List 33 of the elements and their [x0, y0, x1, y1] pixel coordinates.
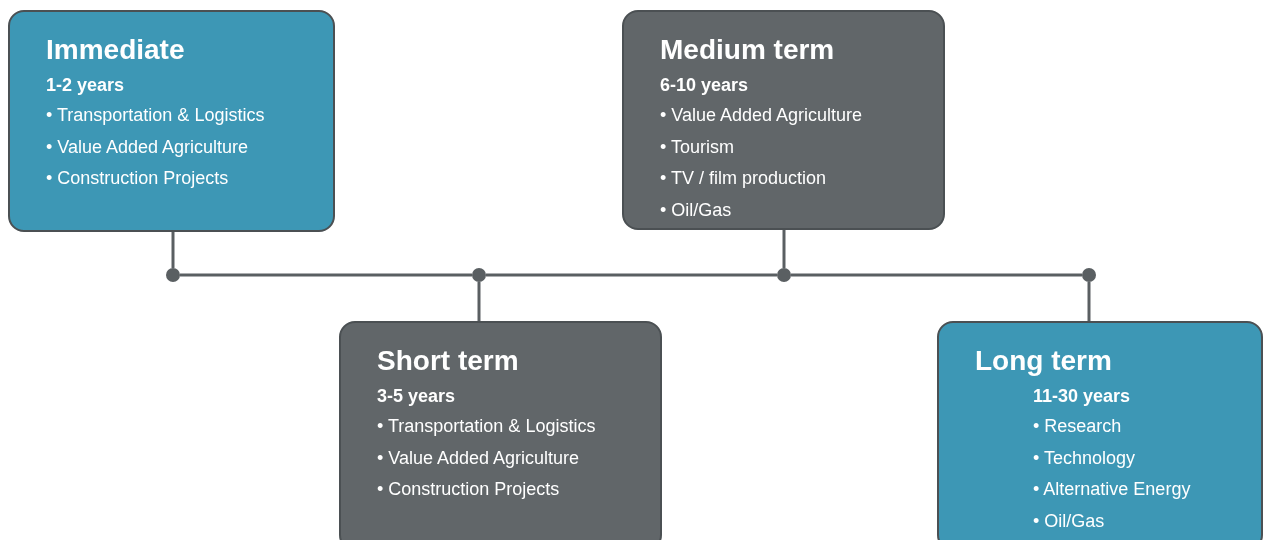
connector-line	[1087, 282, 1091, 321]
years-label: 11-30 years	[1033, 385, 1132, 408]
years-label: 1-2 years	[46, 74, 126, 97]
box-title: Short term	[377, 344, 520, 378]
list-item: • Alternative Energy	[1033, 478, 1192, 501]
list-item: • Oil/Gas	[1033, 509, 1106, 533]
list-item: • TV / film production	[660, 167, 828, 190]
connector-line	[180, 273, 472, 277]
list-item: • Value Added Agriculture	[660, 104, 864, 127]
connector-line	[477, 282, 481, 321]
connector-line	[171, 232, 175, 268]
list-item: • Construction Projects	[377, 478, 561, 501]
period-box	[339, 321, 662, 540]
list-item: • Value Added Agriculture	[377, 446, 581, 470]
list-item: • Construction Projects	[46, 167, 230, 190]
period-box	[8, 10, 335, 232]
connector-line	[486, 273, 777, 277]
list-item: • Technology	[1033, 446, 1137, 470]
box-title: Immediate	[46, 33, 186, 67]
connector-line	[782, 230, 786, 268]
connector-line	[791, 273, 1082, 277]
period-box	[622, 10, 945, 230]
years-label: 6-10 years	[660, 74, 750, 97]
list-item: • Tourism	[660, 135, 735, 159]
list-item: • Value Added Agriculture	[46, 135, 250, 159]
list-item: • Oil/Gas	[660, 198, 733, 222]
list-item: • Transportation & Logistics	[377, 415, 597, 438]
period-box	[937, 321, 1263, 540]
box-title: Long term	[975, 344, 1113, 378]
list-item: • Research	[1033, 415, 1123, 438]
box-title: Medium term	[660, 33, 836, 67]
years-label: 3-5 years	[377, 385, 457, 408]
list-item: • Transportation & Logistics	[46, 104, 266, 127]
